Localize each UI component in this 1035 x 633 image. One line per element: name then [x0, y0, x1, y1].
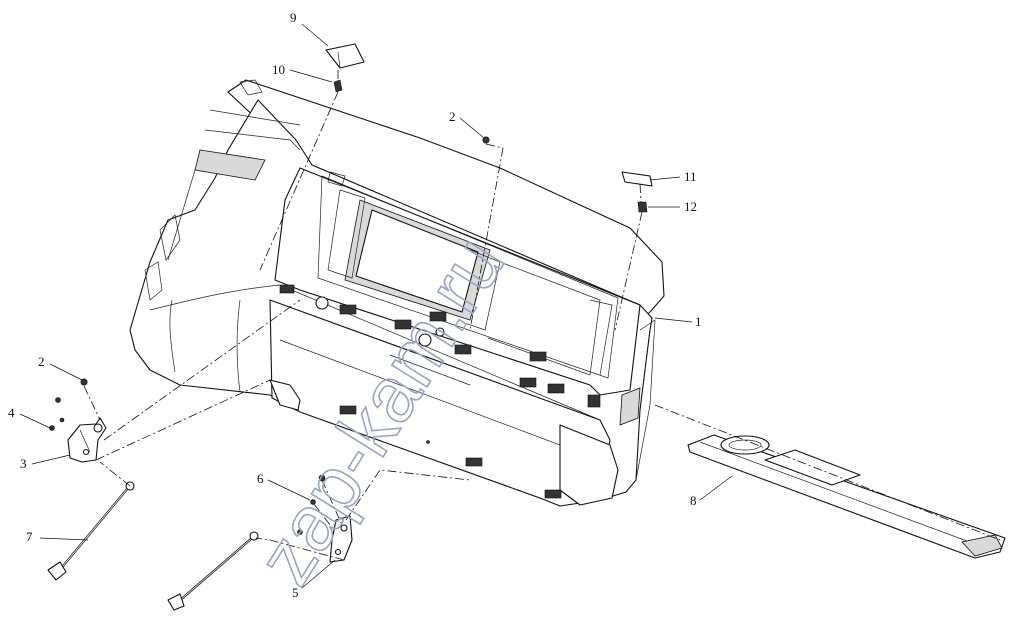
part-10-screw — [333, 79, 343, 93]
assembly-lines — [83, 70, 1001, 561]
part-9-cap — [325, 43, 365, 69]
part-4-screw-c — [59, 417, 65, 423]
callout-10: 10 — [272, 62, 285, 77]
callout-9: 9 — [290, 10, 297, 25]
callout-5: 5 — [292, 585, 299, 600]
part-7-rod — [47, 481, 135, 581]
callout-6: 6 — [257, 471, 264, 486]
part-8-trim-strip — [687, 434, 1006, 559]
callout-12: 12 — [684, 199, 697, 214]
part-5-hinge — [329, 515, 353, 563]
callout-2-top: 2 — [449, 109, 456, 124]
callout-3: 3 — [20, 456, 27, 471]
callouts: 9 10 2 11 12 1 2 4 3 6 8 7 5 — [8, 10, 702, 600]
leader-lines — [19, 23, 733, 589]
part-12-screw — [637, 201, 648, 213]
callout-7: 7 — [26, 529, 33, 544]
second-rod — [167, 531, 259, 611]
part-2-nut-left — [80, 378, 88, 386]
callout-8: 8 — [690, 493, 697, 508]
part-4-screw-b — [49, 425, 55, 431]
callout-4: 4 — [8, 405, 15, 420]
callout-2-left: 2 — [38, 354, 45, 369]
part-11-cap — [621, 171, 653, 187]
part-2-nut-top — [482, 136, 490, 144]
callout-11: 11 — [684, 169, 697, 184]
part-6-screw-b — [310, 499, 316, 505]
callout-1: 1 — [695, 314, 702, 329]
part-6-screw-a — [318, 474, 326, 482]
part-6-screw-c — [297, 529, 303, 535]
part-3-bracket — [67, 417, 107, 463]
part-1-dashboard-panel — [129, 79, 665, 507]
part-4-screw-a — [55, 397, 61, 403]
